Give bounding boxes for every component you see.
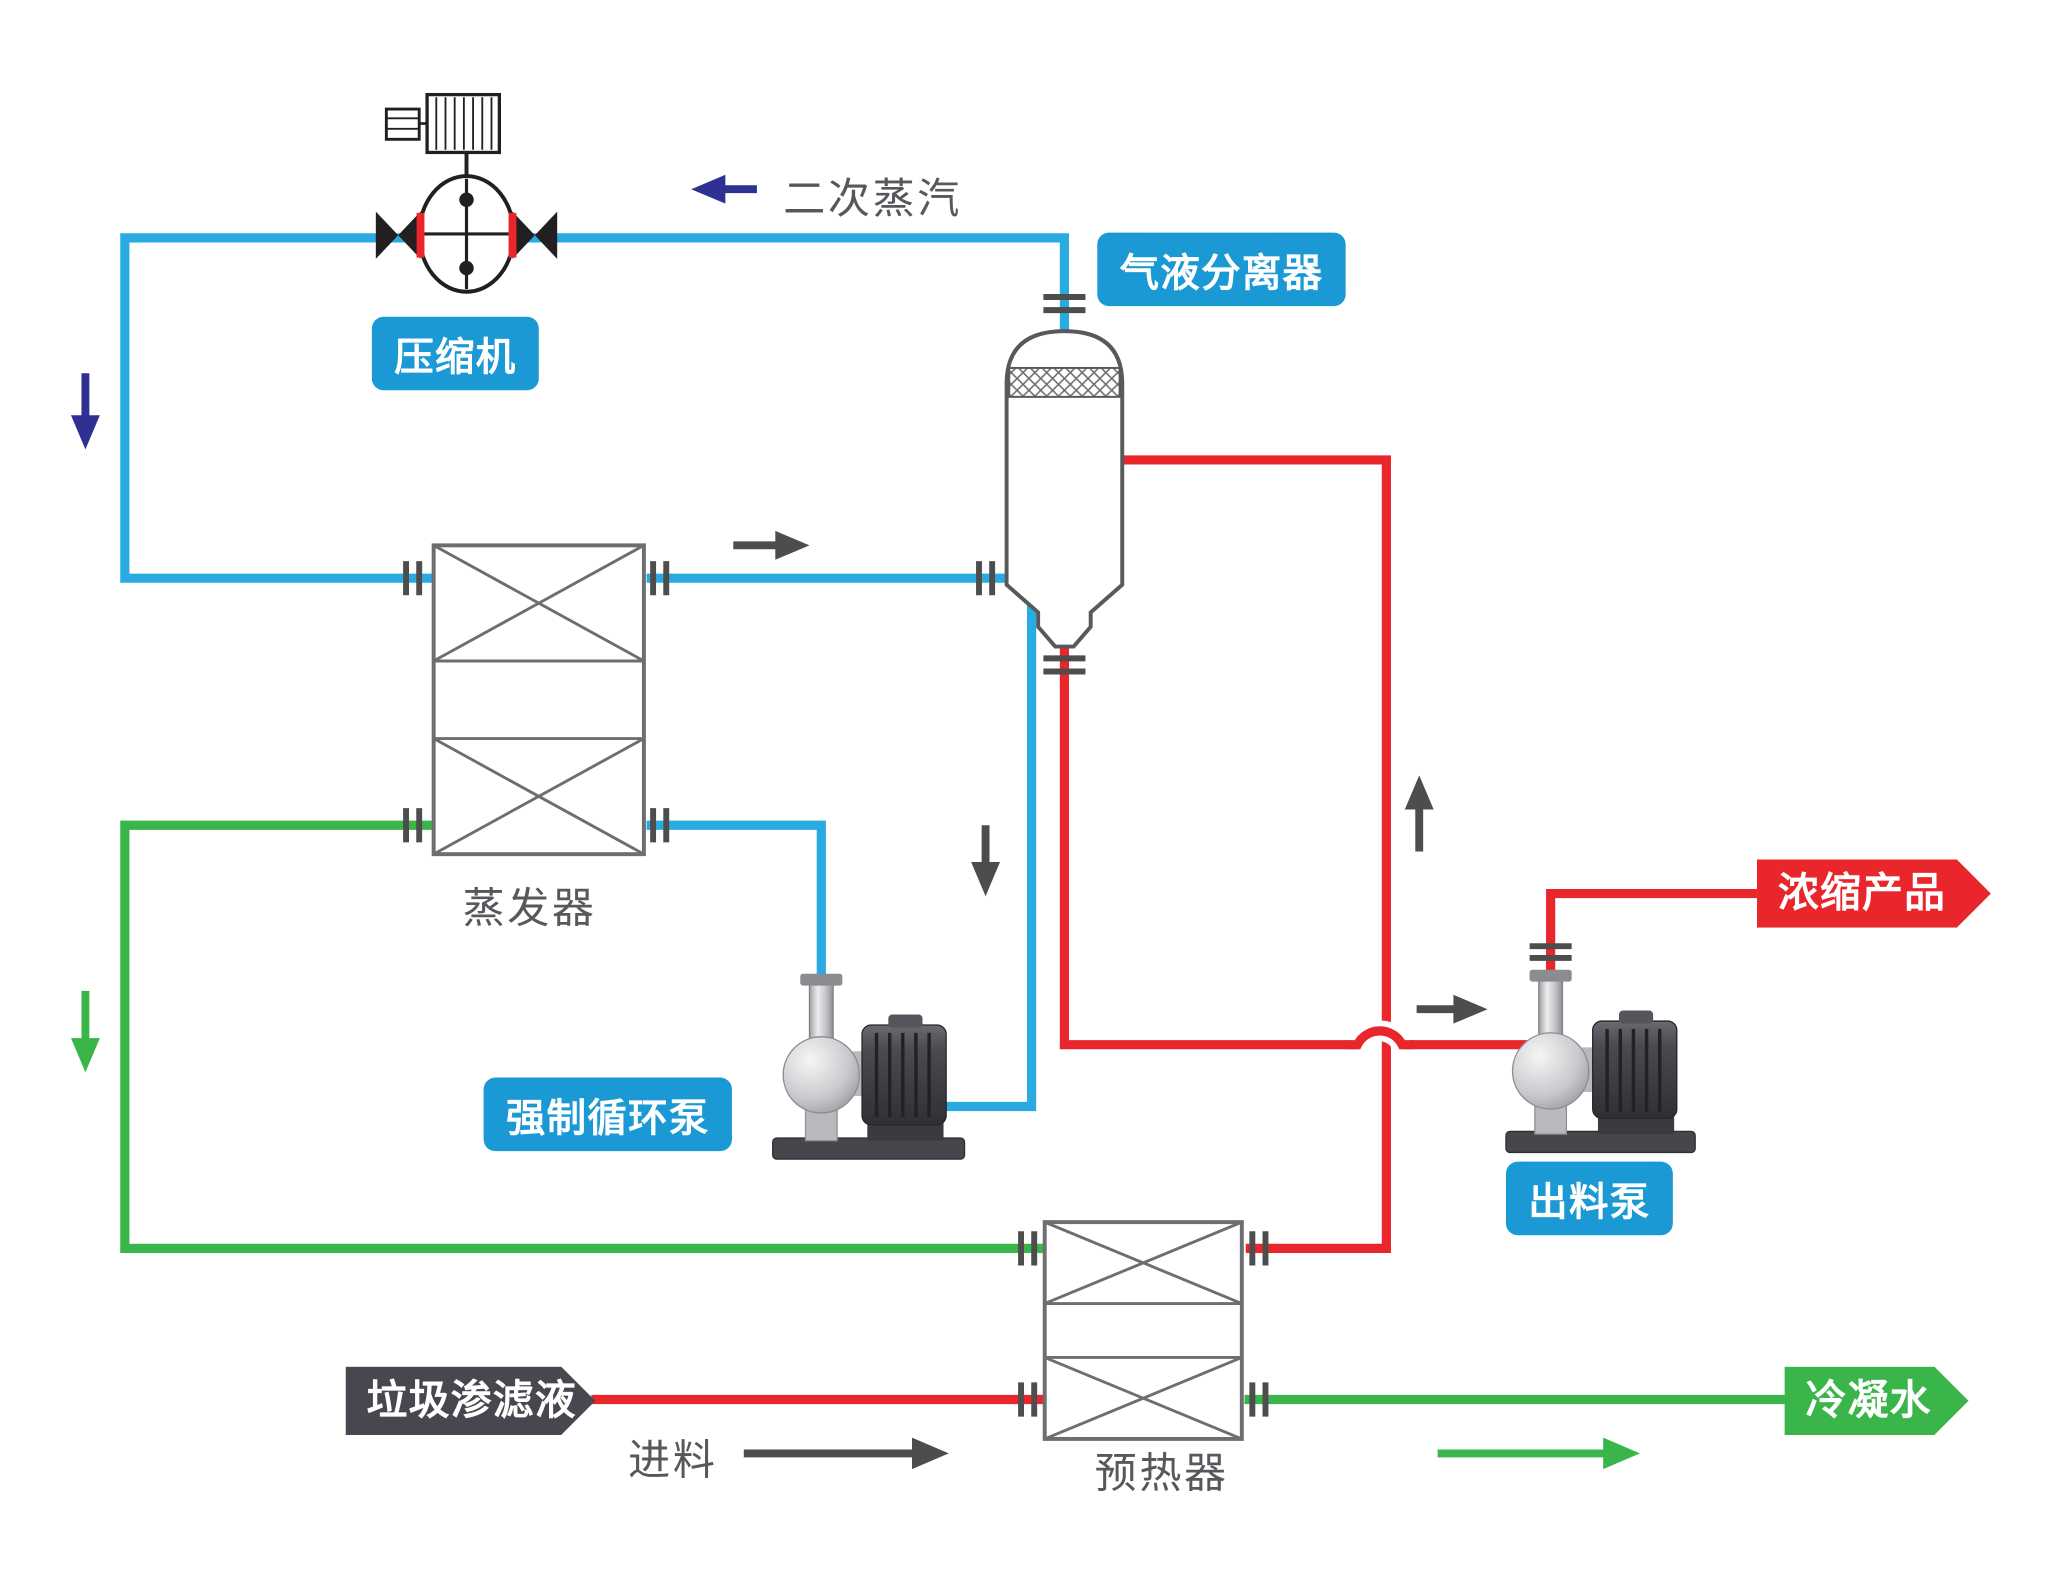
arrow-down-dark-circulation-icon	[971, 825, 1001, 897]
arrow-down-green-icon	[70, 990, 100, 1073]
flow-arrows	[70, 174, 1640, 1470]
compressor-label: 压缩机	[371, 316, 539, 391]
leachate-banner: 垃圾渗滤液	[346, 1367, 596, 1435]
arrow-down-blue-icon	[70, 373, 100, 450]
separator-vessel	[1004, 329, 1125, 649]
valve-icon-right	[508, 211, 558, 259]
vapor-pipes	[120, 233, 1070, 1112]
compressor-plug-icon	[384, 107, 421, 141]
arrow-left-blue-icon	[691, 174, 757, 204]
condensate-banner: 冷凝水	[1785, 1367, 1969, 1435]
preheater-symbol	[1042, 1220, 1244, 1441]
arrow-right-dark-discharge-icon	[1416, 994, 1488, 1024]
feed-label: 进料	[628, 1436, 718, 1484]
arrow-right-dark-feed-icon	[743, 1437, 949, 1470]
evaporator-label: 蒸发器	[462, 884, 597, 932]
arrow-right-green-condensate-icon	[1437, 1437, 1640, 1470]
secondary-steam-label: 二次蒸汽	[783, 174, 962, 223]
pipe-flanges	[403, 294, 1572, 1417]
discharge-pump-icon	[1505, 969, 1696, 1154]
arrow-right-dark-vapor-icon	[733, 530, 810, 560]
demister-pad-icon	[1008, 366, 1121, 398]
condensate-pipes	[120, 820, 1790, 1405]
valve-icon-left	[375, 211, 425, 259]
compressor-icon	[375, 92, 558, 294]
circulation-pump-icon	[772, 973, 966, 1160]
pipe-crossing-bridge	[1345, 1026, 1414, 1050]
feed-concentrate-pipes	[591, 455, 1757, 1405]
concentrate-banner: 浓缩产品	[1757, 859, 1991, 927]
evaporator-symbol	[431, 543, 646, 857]
circulation-pump-label: 强制循环泵	[483, 1077, 732, 1152]
preheater-label: 预热器	[1094, 1449, 1229, 1497]
discharge-pump-label: 出料泵	[1505, 1161, 1673, 1236]
separator-label: 气液分离器	[1097, 232, 1346, 307]
arrow-up-dark-feed-riser-icon	[1404, 775, 1434, 852]
